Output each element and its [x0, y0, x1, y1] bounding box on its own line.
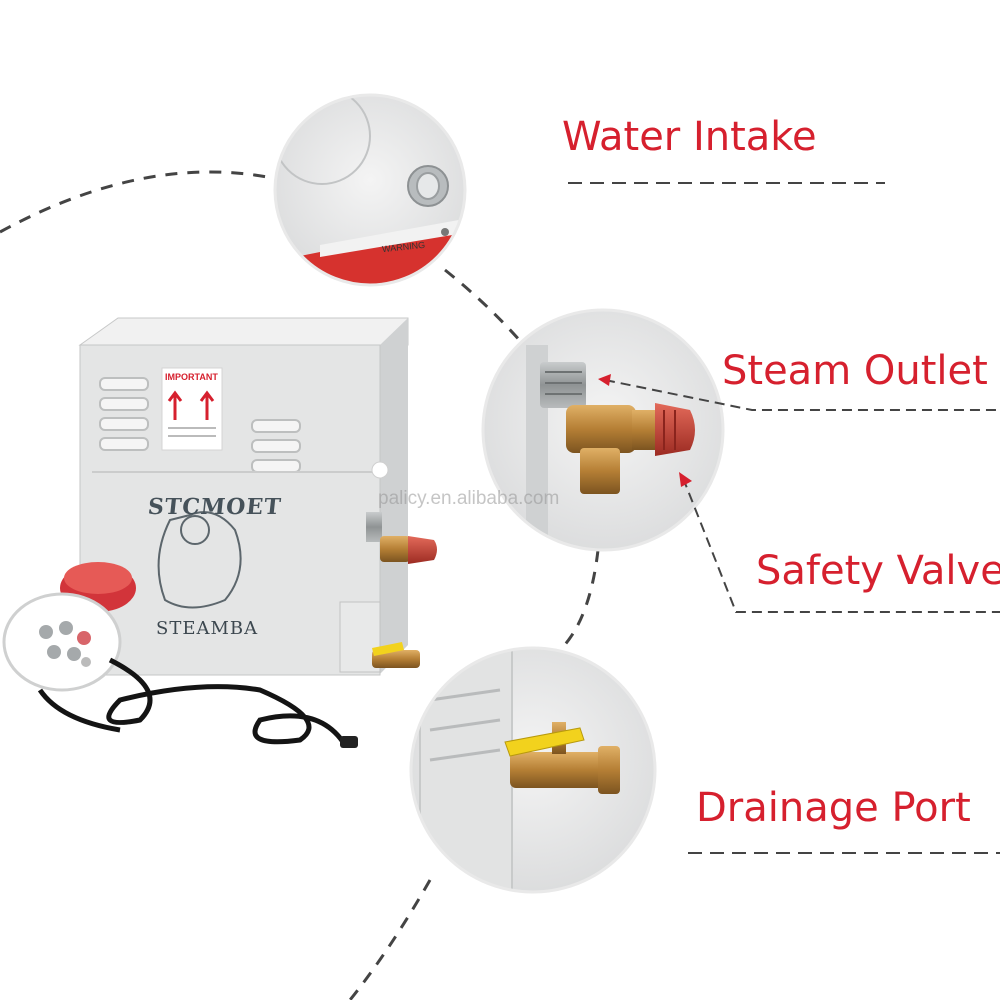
zoom-steam-outlet	[483, 310, 723, 550]
watermark: palicy.en.alibaba.com	[378, 488, 560, 509]
leader-steam-outlet	[604, 379, 1000, 411]
zoom-drainage-port	[411, 648, 655, 892]
label-water-intake: Water Intake	[562, 114, 817, 160]
controller-remote	[2, 562, 358, 748]
leader-safety-valve	[682, 477, 1000, 613]
unit-model-text: STEAMBA	[156, 618, 259, 639]
label-steam-outlet: Steam Outlet	[722, 348, 988, 394]
steam-generator-unit	[78, 317, 437, 676]
controller-cable	[106, 657, 348, 747]
dashed-arc	[558, 549, 600, 652]
unit-brand-text: STCMOET	[146, 494, 283, 520]
dashed-arc	[0, 170, 283, 234]
label-drainage-port: Drainage Port	[696, 785, 971, 831]
zoom-water-intake	[275, 95, 465, 285]
label-safety-valve: Safety Valve	[756, 548, 1000, 594]
dashed-arc	[348, 879, 432, 1001]
unit-label-title: IMPORTANT	[165, 372, 218, 382]
